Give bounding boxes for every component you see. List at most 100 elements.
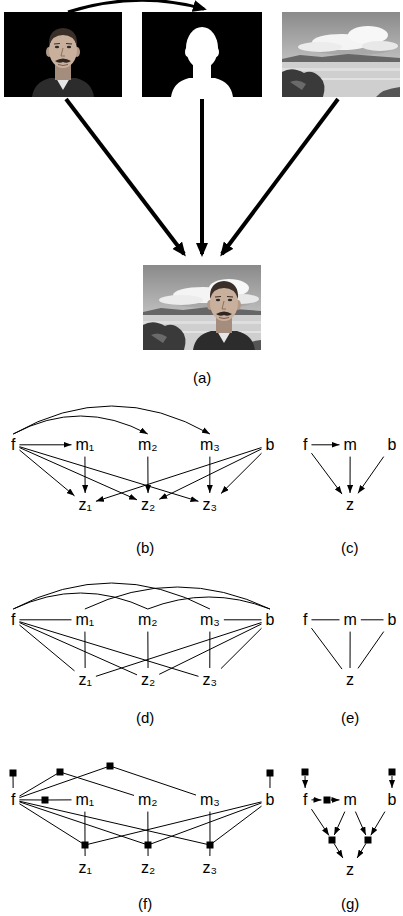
panel-label: (c) <box>341 540 359 557</box>
variable-label: f <box>11 436 15 454</box>
compose-arrow <box>66 99 184 254</box>
factor-wire <box>110 766 196 795</box>
directed-edge <box>159 449 261 499</box>
variable-label: m₃ <box>200 611 220 629</box>
variable-label: b <box>388 791 397 809</box>
factor-wire <box>60 772 134 795</box>
factor-wire <box>331 799 340 800</box>
factor-wire <box>311 809 328 835</box>
variable-label: z₃ <box>203 859 218 877</box>
variable-node: m₃ <box>198 790 222 810</box>
variable-node: z₃ <box>201 858 220 878</box>
variable-node: f <box>9 610 17 630</box>
directed-edge <box>311 444 339 445</box>
compose-arrow <box>222 99 338 254</box>
variable-label: z₂ <box>141 671 155 689</box>
factor-square <box>302 769 309 776</box>
background-image <box>282 12 400 97</box>
factor-square <box>329 837 336 844</box>
variable-node: f <box>301 435 309 455</box>
undirected-edge <box>147 632 148 668</box>
variable-label: z <box>346 496 354 514</box>
variable-label: m₂ <box>138 611 158 629</box>
variable-node: m₁ <box>74 610 97 630</box>
factor-wire <box>19 802 148 845</box>
variable-label: z₁ <box>79 496 92 514</box>
variable-node: z₃ <box>201 670 220 690</box>
variable-label: m₁ <box>76 611 95 629</box>
variable-node: z₁ <box>77 858 94 878</box>
undirected-edge <box>19 625 74 671</box>
factor-wire <box>311 799 321 800</box>
variable-node: b <box>264 610 277 630</box>
variable-node: z₂ <box>139 495 157 515</box>
factor-square <box>389 769 396 776</box>
undirected-edge <box>85 587 270 609</box>
variable-label: m <box>344 791 357 809</box>
directed-edge <box>84 457 85 493</box>
variable-label: m <box>344 436 357 454</box>
directed-edge <box>13 416 148 434</box>
factor-wire <box>391 776 392 788</box>
variable-node: m₃ <box>198 435 222 455</box>
factor-square <box>267 770 274 777</box>
factor-square <box>57 769 64 776</box>
directed-edge <box>311 453 342 494</box>
variable-label: m₂ <box>138 436 158 454</box>
variable-label: f <box>11 791 15 809</box>
variable-label: f <box>11 611 15 629</box>
variable-node: z <box>344 860 356 880</box>
undirected-edge <box>311 628 342 669</box>
variable-node: z₁ <box>77 495 94 515</box>
undirected-edge <box>19 619 71 620</box>
variable-label: m₁ <box>76 436 95 454</box>
variable-label: m₂ <box>138 791 158 809</box>
variable-node: m <box>342 790 359 810</box>
factor-wire <box>19 804 85 845</box>
variable-label: z₂ <box>141 496 155 514</box>
factor-wire <box>334 812 345 835</box>
compose-arrow <box>200 99 204 254</box>
variable-label: z <box>346 671 354 689</box>
directed-edge <box>13 406 210 434</box>
undirected-edge <box>224 619 262 620</box>
directed-edge <box>19 444 71 445</box>
variable-node: m₁ <box>74 435 97 455</box>
factor-square <box>42 797 49 804</box>
variable-label: m₃ <box>200 791 220 809</box>
panel-label: (g) <box>341 896 359 913</box>
variable-node: z <box>344 495 356 515</box>
undirected-edge <box>361 619 384 620</box>
factor-wire <box>305 776 306 788</box>
variable-label: z₁ <box>79 671 92 689</box>
variable-node: z <box>344 670 356 690</box>
variable-label: z₂ <box>141 859 155 877</box>
curved-arrow <box>68 0 204 12</box>
factor-wire <box>334 843 343 858</box>
factor-square <box>82 842 89 849</box>
variable-node: z₃ <box>201 495 220 515</box>
face-image <box>4 12 122 97</box>
undirected-edge <box>96 623 262 677</box>
factor-wire <box>19 766 110 798</box>
variable-node: b <box>386 610 399 630</box>
panel-label: (a) <box>193 370 211 387</box>
variable-label: f <box>303 791 307 809</box>
variable-node: m₁ <box>74 790 97 810</box>
factor-wire <box>371 812 385 836</box>
undirected-edge <box>350 632 351 668</box>
factor-wire <box>357 843 366 858</box>
factor-square <box>207 842 214 849</box>
variable-label: b <box>266 436 275 454</box>
variable-label: m₁ <box>76 791 95 809</box>
composite-image <box>143 265 261 350</box>
variable-node: f <box>9 790 17 810</box>
variable-node: b <box>264 790 277 810</box>
factor-wire <box>19 799 45 800</box>
undirected-edge <box>159 624 261 674</box>
undirected-edge <box>358 632 384 669</box>
undirected-edge <box>13 593 148 609</box>
variable-label: z <box>346 861 354 879</box>
factor-square <box>145 842 152 849</box>
